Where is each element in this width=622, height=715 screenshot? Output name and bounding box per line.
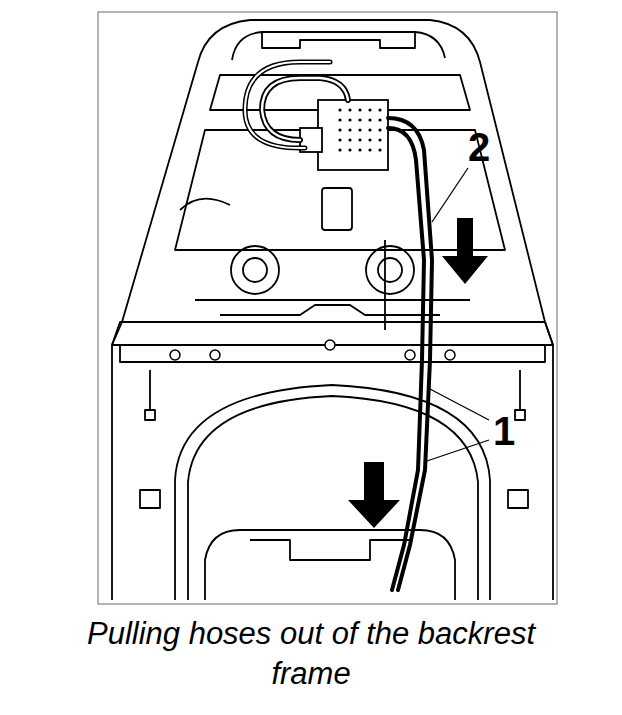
- direction-arrows: [348, 218, 488, 528]
- fixing-bolts: [170, 340, 455, 360]
- figure-caption: Pulling hoses out of the backrest frame: [51, 614, 571, 694]
- leader-lines: [424, 168, 489, 462]
- backrest-frame: [112, 20, 553, 600]
- valve-block: [300, 100, 388, 170]
- callout-number: 1: [493, 408, 515, 454]
- air-hoses: [245, 62, 432, 590]
- callout-number: 2: [468, 124, 490, 170]
- figure-border: [98, 12, 557, 604]
